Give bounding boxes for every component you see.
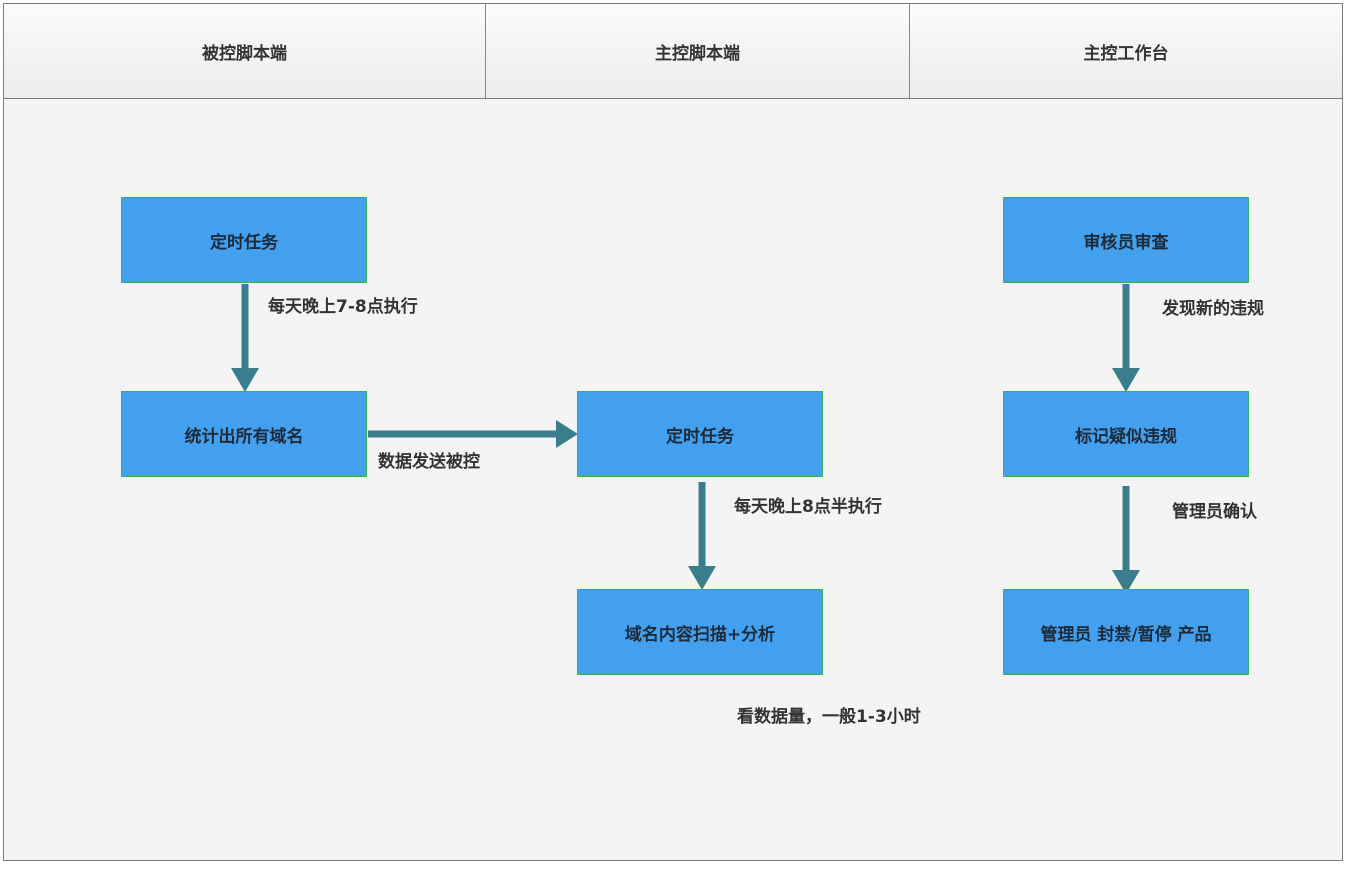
arrowhead-timer1-to-count: [231, 368, 259, 392]
edge-label-daily-830: 每天晚上8点半执行: [734, 497, 882, 517]
lane-header-controlled-script: 被控脚本端: [4, 4, 486, 98]
edge-label-duration: 看数据量，一般1-3小时: [737, 707, 921, 727]
node-admin-ban: 管理员 封禁/暂停 产品: [1003, 589, 1249, 675]
node-domain-scan: 域名内容扫描+分析: [577, 589, 823, 675]
edge-label-daily-7-8: 每天晚上7-8点执行: [268, 297, 418, 317]
node-mark-suspected: 标记疑似违规: [1003, 391, 1249, 477]
arrowhead-timer2-to-scan: [688, 566, 716, 590]
edge-label-send-data: 数据发送被控: [378, 452, 480, 472]
node-timer-task-1: 定时任务: [121, 197, 367, 283]
edge-label-admin-confirm: 管理员确认: [1172, 502, 1257, 522]
swimlane-header: 被控脚本端 主控脚本端 主控工作台: [3, 3, 1343, 99]
node-reviewer-check: 审核员审查: [1003, 197, 1249, 283]
arrowhead-mark-to-ban: [1112, 570, 1140, 594]
arrowhead-count-to-timer2: [556, 420, 578, 448]
node-count-domains: 统计出所有域名: [121, 391, 367, 477]
lane-header-master-workbench: 主控工作台: [1083, 43, 1169, 64]
arrowhead-review-to-mark: [1112, 368, 1140, 392]
node-timer-task-2: 定时任务: [577, 391, 823, 477]
lane-header-master-script: 主控脚本端: [486, 4, 910, 98]
edge-label-found-new: 发现新的违规: [1162, 299, 1264, 319]
